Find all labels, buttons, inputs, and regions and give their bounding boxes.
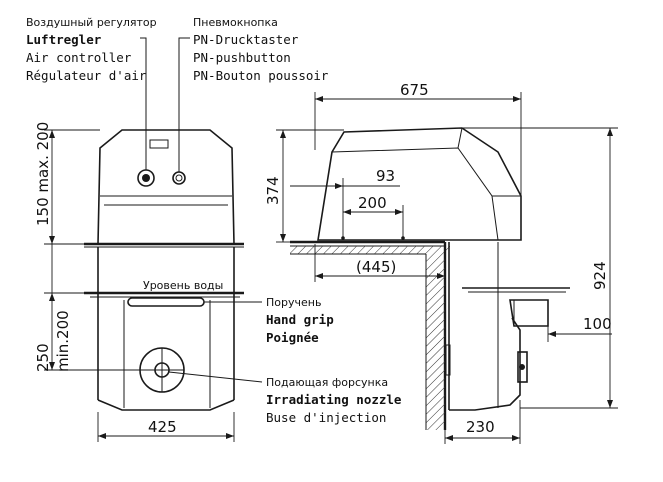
side-housing (317, 127, 522, 241)
dim-445: (445) (356, 258, 396, 276)
dim-230: 230 (466, 418, 495, 436)
dim-lower-min: min.200 (54, 310, 72, 372)
nozzle-en: Irradiating nozzle (266, 392, 402, 407)
air-controller-en: Air controller (26, 50, 132, 65)
side-view (276, 92, 618, 444)
dim-200: 200 (358, 194, 387, 212)
front-view (44, 37, 263, 442)
air-controller-ru: Воздушный регулятор (26, 16, 157, 29)
leader-pushbutton (178, 37, 190, 172)
nozzle-ru: Подающая форсунка (266, 376, 388, 389)
pushbutton-fr: PN-Bouton poussoir (193, 68, 329, 83)
dim-total-width: 675 (400, 81, 429, 99)
dim-total-height: 924 (591, 261, 609, 290)
front-body-bottom (97, 399, 235, 411)
nozzle-fr: Buse d'injection (266, 410, 386, 425)
hand-grip-en: Hand grip (266, 312, 334, 327)
dim-100: 100 (583, 315, 612, 333)
leader-air-controller (140, 37, 147, 170)
pushbutton (172, 171, 186, 185)
dim-side-height: 374 (264, 176, 282, 205)
pushbutton-ru: Пневмокнопка (193, 16, 278, 29)
display-window (149, 139, 169, 149)
hand-grip-fr: Poignée (266, 330, 319, 345)
air-controller-de: Luftregler (26, 32, 102, 47)
water-level-ru: Уровень воды (143, 279, 223, 292)
leader-nozzle (168, 371, 263, 383)
hand-grip-ru: Поручень (266, 296, 321, 309)
pushbutton-en: PN-pushbutton (193, 50, 291, 65)
hand-grip (127, 297, 205, 307)
dim-93: 93 (376, 167, 395, 185)
dim-lower-height: 250 (34, 343, 52, 372)
front-housing (97, 129, 235, 245)
side-nozzle (517, 351, 528, 383)
pushbutton-de: PN-Drucktaster (193, 32, 299, 47)
side-hand-grip (509, 299, 549, 327)
dim-front-width: 425 (148, 418, 177, 436)
dim-top-height: 150 max. 200 (34, 122, 52, 226)
air-controller-fr: Régulateur d'air (26, 68, 147, 83)
side-body (449, 317, 521, 411)
